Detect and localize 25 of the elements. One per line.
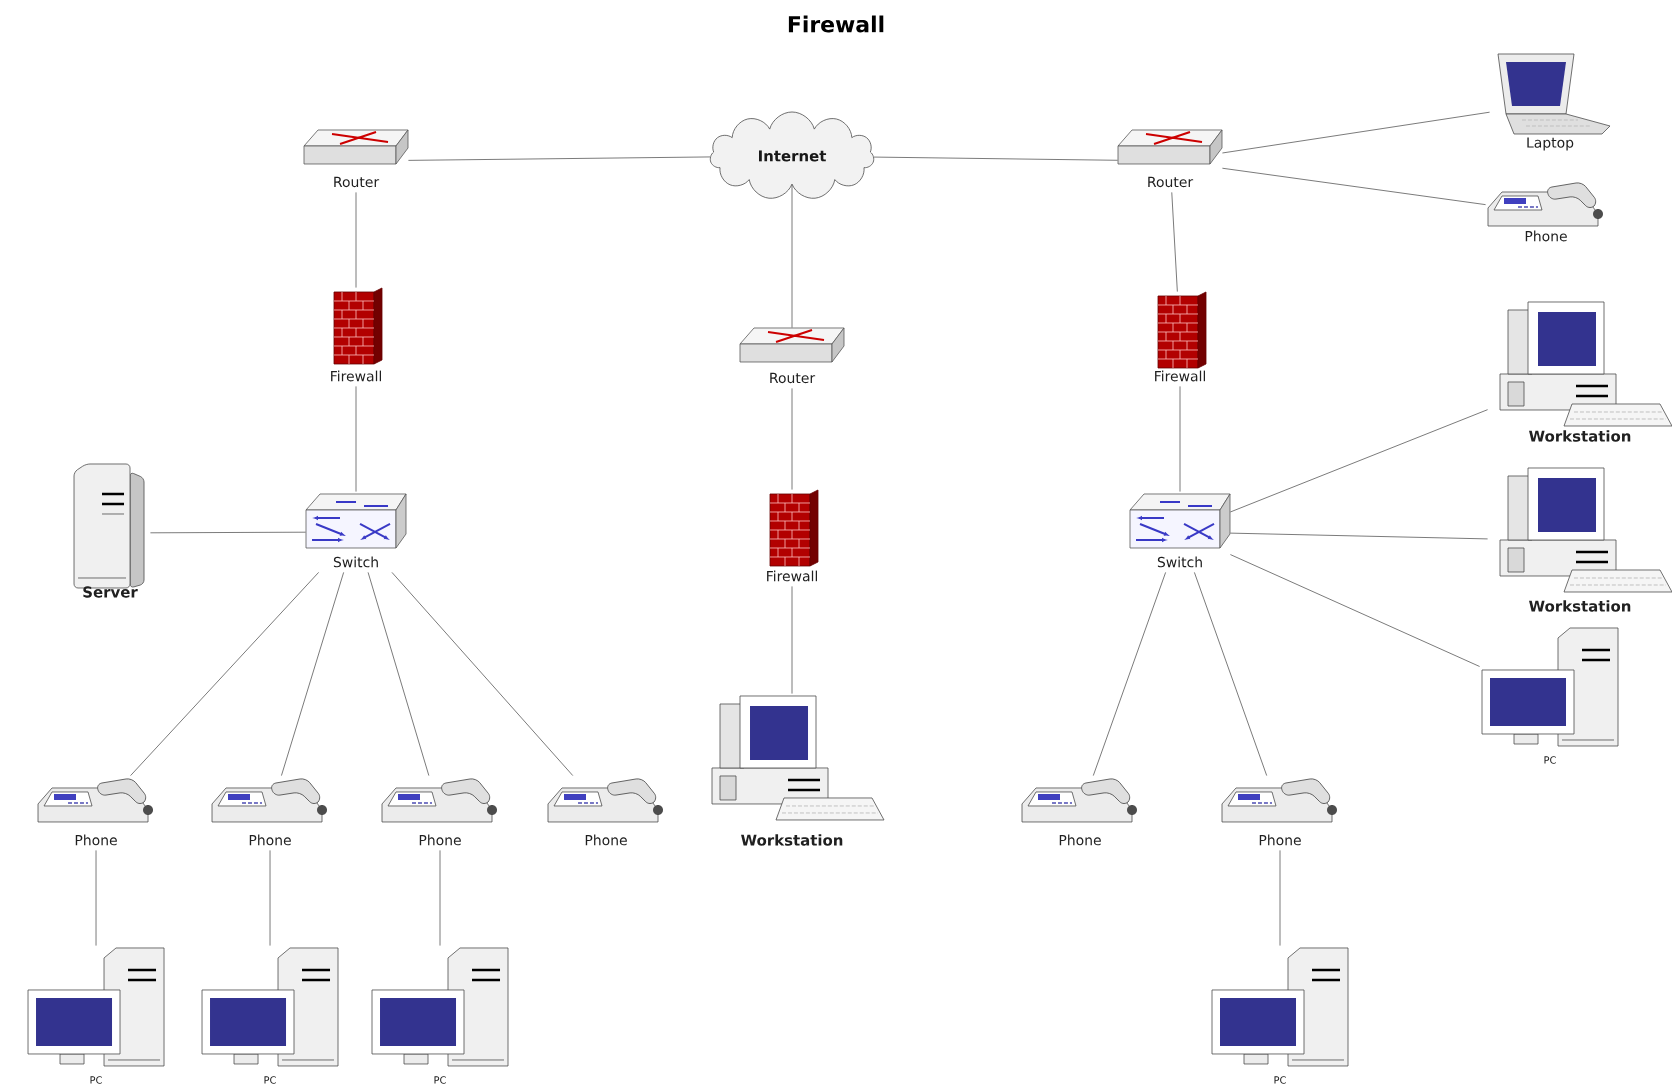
connection-line	[391, 572, 574, 776]
connection-line	[269, 850, 271, 946]
connection-line	[791, 586, 793, 694]
connection-line	[95, 850, 97, 946]
connection-line	[1230, 409, 1488, 513]
connection-line	[1279, 850, 1281, 946]
connection-line	[150, 531, 306, 534]
connection-line	[439, 850, 441, 946]
connection-line	[1230, 532, 1488, 540]
connection-line	[791, 388, 793, 490]
connection-line	[1230, 554, 1480, 667]
connection-line	[1092, 572, 1167, 776]
connection-line	[1171, 192, 1178, 292]
connection-line	[873, 156, 1118, 161]
connection-line	[355, 192, 357, 288]
connection-line	[367, 572, 430, 776]
connection-line	[281, 572, 345, 776]
connection-line	[1222, 167, 1486, 206]
connection-line	[1194, 572, 1268, 776]
connection-line	[355, 386, 357, 492]
connection-line	[1179, 386, 1181, 492]
connection-line	[408, 156, 711, 161]
connection-line	[1222, 111, 1490, 154]
connection-line	[130, 572, 320, 776]
title: Firewall	[788, 15, 884, 33]
